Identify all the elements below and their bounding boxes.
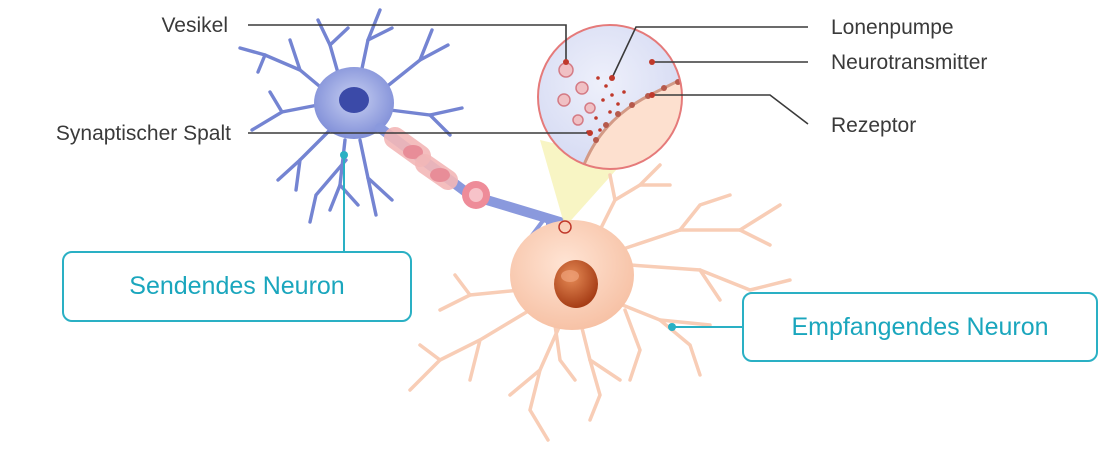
sending-neuron [240,10,462,222]
myelin-sheath [430,168,450,182]
label-synaptic-cleft: Synaptischer Spalt [56,122,231,145]
label-ion-pump: Lonenpumpe [831,16,954,39]
receiving-nucleus [554,260,598,308]
sending-neuron-label: Sendendes Neuron [62,251,412,322]
receiving-neuron-label: Empfangendes Neuron [742,292,1098,362]
sending-nucleus [339,87,369,113]
label-receptor: Rezeptor [831,114,916,137]
label-neurotransmitter: Neurotransmitter [831,51,987,74]
receiving-neuron [410,165,790,440]
label-vesikel: Vesikel [161,14,228,37]
